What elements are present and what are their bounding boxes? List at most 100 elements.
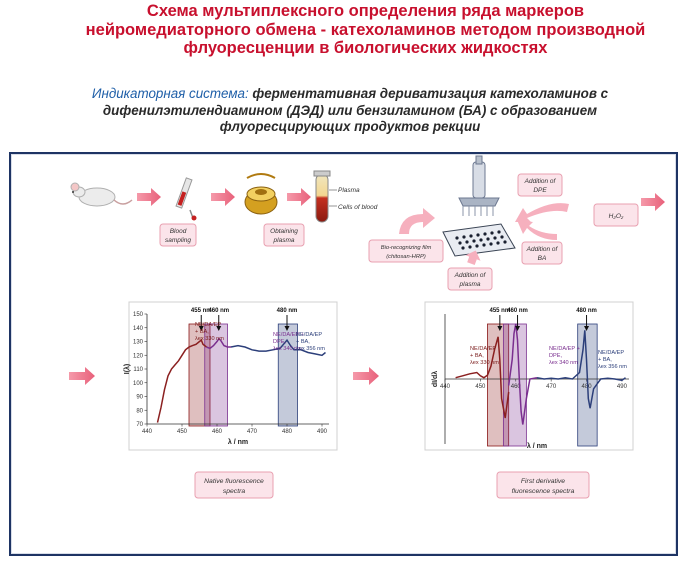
blood-label-1: Blood (170, 228, 187, 235)
x-tick-label: 480 (582, 384, 593, 390)
series-line-0 (156, 338, 207, 423)
arrow-icon (287, 188, 311, 206)
series-label-1: λex 340 nm (273, 346, 302, 352)
y-tick-label: 80 (136, 408, 143, 414)
derivative-caption: First derivative fluorescence spectra (496, 471, 590, 499)
bio-film-label: Bio-recognizing film (chitosan-HRP) (368, 239, 444, 263)
scheme-panel: Blood sampling Obtaining plasma Plasma C… (9, 152, 678, 556)
title-line-3: флуоресценции в биологических жидкостях (183, 39, 548, 57)
microplate-icon (442, 223, 516, 257)
y-tick-label: 110 (133, 367, 143, 373)
peak-label-2: 480 nm (576, 308, 597, 314)
band-2 (277, 323, 298, 427)
y-tick-label: 140 (133, 326, 144, 332)
series-label-1: λex 340 nm (549, 360, 578, 366)
h2o2-text: H₂O₂ (609, 213, 624, 220)
series-label-2: λex 356 nm (296, 346, 325, 352)
x-tick-label: 440 (440, 384, 451, 390)
series-label-2: λex 356 nm (598, 364, 627, 370)
series-label-2: NE/DA/EP (598, 350, 624, 356)
plasma-add-label-2: plasma (459, 281, 481, 288)
series-line-0 (455, 336, 510, 419)
obtaining-label-2: plasma (273, 237, 295, 244)
native-caption: Native fluorescence spectra (194, 471, 274, 499)
peak-arrowhead-1 (515, 326, 521, 331)
plasma-add-label-1: Addition of (454, 272, 487, 279)
pipette-icon (458, 155, 500, 216)
mouse-icon (70, 182, 133, 207)
series-line-2 (536, 330, 626, 409)
native-caption-2: spectra (223, 488, 246, 495)
subtitle-line-2: дифенилэтилендиамином (ДЭД) или бензилам… (102, 102, 598, 118)
scheme-canvas: Blood sampling Obtaining plasma Plasma C… (69, 155, 665, 499)
x-tick-label: 490 (617, 384, 628, 390)
x-tick-label: 490 (317, 429, 328, 435)
peak-arrowhead-0 (497, 326, 503, 331)
title-line-2: нейромедиаторного обмена - катехоламинов… (85, 20, 646, 39)
h2o2-label: H₂O₂ (593, 203, 639, 227)
x-axis-label: λ / nm (228, 438, 248, 446)
peak-label-0: 455 nm (490, 308, 511, 314)
x-tick-label: 460 (511, 384, 522, 390)
title-line-1: Схема мультиплексного определения ряда м… (146, 2, 585, 20)
x-tick-label: 450 (475, 384, 486, 390)
series-label-1: NE/DA/EP + (273, 332, 304, 338)
peak-arrowhead-2 (584, 326, 590, 331)
series-label-0: λex 330 nm (470, 360, 499, 366)
series-label-1: NE/DA/EP + (549, 346, 580, 352)
y-axis-label: dI/dλ (431, 371, 439, 387)
arrow-icon (137, 188, 161, 206)
series-label-0: + BA, (195, 329, 209, 335)
y-tick-label: 150 (133, 312, 144, 318)
series-label-0: NE/DA/EP (470, 346, 496, 352)
series-line-1 (507, 323, 538, 425)
native-chart-frame (128, 301, 338, 451)
series-label-0: λex 330 nm (195, 336, 224, 342)
peak-label-1: 460 nm (507, 308, 528, 314)
peak-arrowhead-2 (284, 326, 290, 331)
addition-plasma-label: Addition of plasma (447, 267, 493, 291)
subtitle-line-3: флуоресцирующих продуктов рекции (219, 119, 481, 134)
ba-label-2: BA (538, 255, 547, 262)
subtitle: Индикаторная система: ферментативная дер… (20, 86, 680, 136)
cells-label: Cells of blood (338, 204, 378, 211)
series-line-1 (206, 337, 231, 350)
y-tick-label: 130 (133, 340, 144, 346)
obtaining-label-1: Obtaining (270, 228, 298, 235)
y-tick-label: 90 (136, 395, 143, 401)
addition-dpe-label: Addition of DPE (517, 173, 563, 197)
curved-arrow-icon (515, 203, 569, 222)
blood-sampling-label: Blood sampling (159, 223, 197, 247)
blood-tube-icon (313, 170, 337, 223)
arrow-icon (69, 367, 95, 385)
y-tick-label: 70 (136, 422, 143, 428)
syringe-icon (175, 177, 197, 221)
page-title: Схема мультиплексного определения ряда м… (40, 2, 691, 58)
arrow-icon (641, 193, 665, 211)
obtaining-plasma-label: Obtaining plasma (263, 223, 305, 247)
curved-arrow-icon (465, 250, 481, 266)
x-axis-label: λ / nm (527, 442, 547, 450)
arrow-icon (353, 367, 379, 385)
subtitle-lead: Индикаторная система: (91, 86, 249, 101)
x-tick-label: 450 (177, 429, 188, 435)
x-tick-label: 480 (282, 429, 293, 435)
blood-label-2: sampling (165, 237, 191, 244)
subtitle-line-1: ферментативная дериватизация катехоламин… (248, 86, 609, 101)
peak-arrowhead-1 (216, 326, 222, 331)
ba-label-1: Addition of (526, 246, 559, 253)
series-label-0: NE/DA/EP (195, 322, 221, 328)
x-tick-label: 470 (247, 429, 258, 435)
plasma-label: Plasma (338, 187, 360, 194)
peak-arrowhead-0 (198, 326, 204, 331)
bio-film-label-2: (chitosan-HRP) (386, 254, 426, 260)
y-tick-label: 100 (133, 381, 144, 387)
band-1 (204, 323, 228, 427)
series-label-1: DPE, (273, 339, 287, 345)
derivative-caption-2: fluorescence spectra (512, 488, 575, 495)
series-label-0: + BA, (470, 353, 484, 359)
addition-ba-label: Addition of BA (521, 241, 563, 265)
x-tick-label: 440 (142, 429, 153, 435)
peak-label-1: 460 nm (208, 308, 229, 314)
